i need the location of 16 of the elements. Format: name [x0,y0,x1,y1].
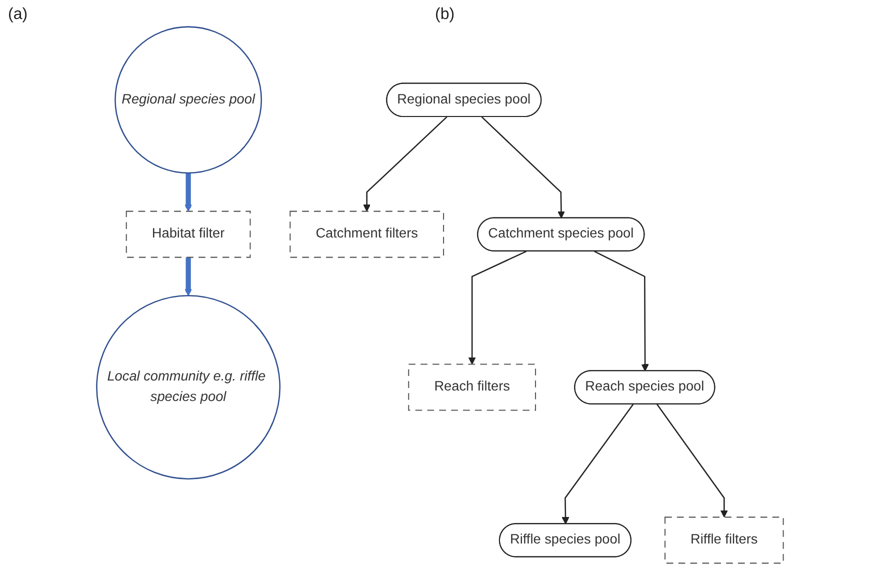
panel-label: (b) [435,6,455,24]
node-box: Catchment filters [290,210,444,258]
node-box: Habitat filter [126,210,251,258]
node-box: Riffle filters [664,516,784,564]
arrow [594,250,649,372]
node-box: Reach filters [408,364,536,411]
arrow [363,116,448,212]
node-circle: Local community e.g. riffle species pool [96,295,281,480]
panel-label: (a) [8,6,28,24]
arrow [184,257,192,296]
arrow [562,404,634,524]
node-circle: Regional species pool [114,26,262,174]
arrow [468,250,527,365]
arrow [481,116,565,218]
arrow [184,172,192,212]
arrow [656,404,728,518]
